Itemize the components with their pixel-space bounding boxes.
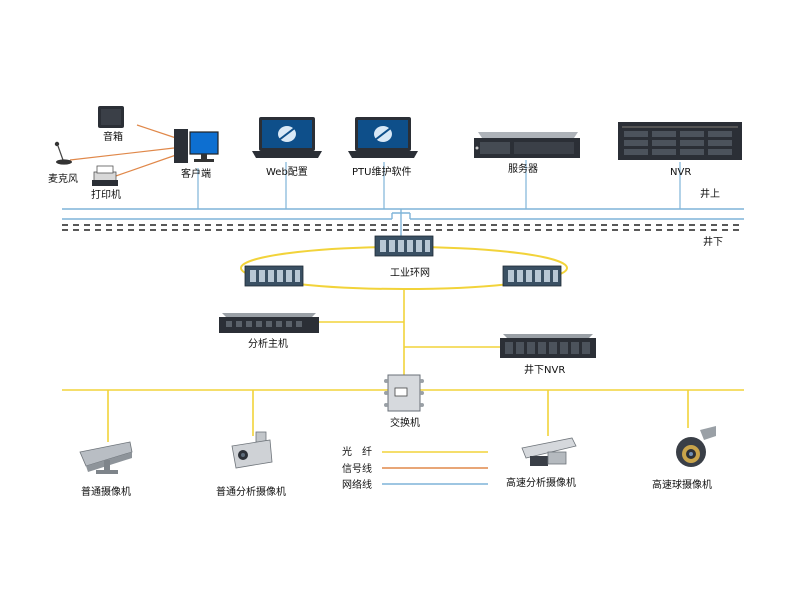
legend-label-signal: 信号线 — [342, 462, 372, 475]
ring-switch-left-icon — [244, 265, 304, 287]
legend-label-fiber: 光 纤 — [342, 445, 372, 458]
underground-nvr-icon — [500, 334, 596, 358]
web-config-label: Web配置 — [266, 166, 308, 178]
speaker-icon — [98, 106, 124, 128]
normal-analysis-camera-icon — [231, 431, 273, 469]
ground-separator — [62, 224, 744, 231]
server-label: 服务器 — [508, 162, 538, 175]
underground-nvr-label: 井下NVR — [524, 363, 565, 376]
client-pc-icon — [174, 129, 219, 163]
ring-switch-right-icon — [502, 265, 562, 287]
signal-lines — [69, 124, 177, 179]
underground-label: 井下 — [703, 235, 723, 248]
server-icon — [474, 132, 580, 158]
client-label: 客户端 — [181, 167, 211, 180]
printer-icon — [92, 165, 118, 186]
web-config-laptop-icon — [252, 117, 322, 158]
microphone-label: 麦克风 — [48, 173, 78, 185]
switch-box-icon — [384, 374, 424, 412]
high-speed-dome-camera-icon — [676, 426, 716, 467]
high-speed-analysis-camera-label: 高速分析摄像机 — [506, 476, 576, 489]
fiber-trunk — [318, 289, 500, 378]
ptu-software-label: PTU维护软件 — [352, 165, 411, 178]
analysis-host-icon — [219, 313, 319, 333]
ptu-laptop-icon — [348, 117, 418, 158]
ring-switch-top-icon — [374, 235, 434, 257]
nvr-icon — [618, 122, 742, 160]
upper-network-drops — [197, 160, 681, 209]
ring-network-label: 工业环网 — [390, 267, 430, 279]
upper-backbone — [62, 208, 744, 240]
high-speed-dome-camera-label: 高速球摄像机 — [652, 478, 712, 491]
legend-label-network: 网络线 — [342, 478, 372, 491]
above-ground-label: 井上 — [700, 187, 720, 200]
normal-camera-icon — [79, 441, 133, 474]
analysis-host-label: 分析主机 — [248, 337, 288, 350]
speaker-label: 音箱 — [103, 130, 123, 143]
nvr-label: NVR — [670, 167, 691, 178]
high-speed-analysis-camera-icon — [521, 437, 577, 466]
switch-label: 交换机 — [390, 416, 420, 429]
normal-camera-label: 普通摄像机 — [81, 485, 131, 498]
printer-label: 打印机 — [91, 188, 121, 201]
microphone-icon — [54, 141, 72, 165]
normal-analysis-camera-label: 普通分析摄像机 — [216, 485, 286, 498]
line-legend: 光 纤 信号线 网络线 — [342, 445, 488, 491]
